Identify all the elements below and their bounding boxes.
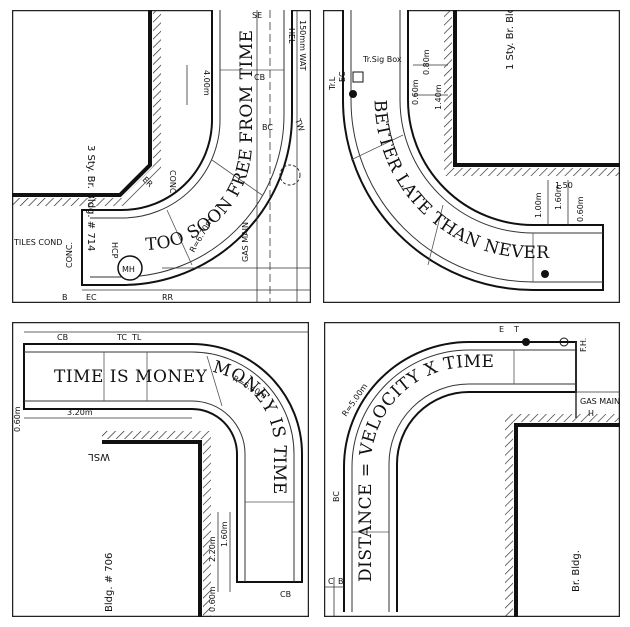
panel-bottom-right: DISTANCE = VELOCITY X TIME Br. Bldg. E T… xyxy=(323,321,621,618)
tr-label-7: 1.60m xyxy=(554,184,563,210)
tl-label-9: CB xyxy=(254,73,265,82)
br-bldg-label: Br. Bldg. xyxy=(571,550,582,592)
tl-label-6: HEL xyxy=(287,28,296,44)
tr-label-3: 0.60m xyxy=(411,79,420,105)
tl-label-10: BC xyxy=(262,123,273,132)
panel-top-right-drawing: BETTER LATE THAN NEVER 1 Sty. Br. Bld Tr… xyxy=(322,7,621,304)
panel-top-left-drawing: TOO SOON FREE FROM TIME 3 Sty. Br. Bldg.… xyxy=(11,9,312,304)
br-label-1: T xyxy=(513,325,519,334)
tr-label-2: Tr.Sig Box xyxy=(362,55,402,64)
panel-top-right: BETTER LATE THAN NEVER 1 Sty. Br. Bld Tr… xyxy=(322,7,621,304)
tr-label-1: EC xyxy=(338,71,347,82)
bl-bldg-label: Bldg. # 706 xyxy=(104,553,115,612)
panel-bottom-left-drawing: TIME IS MONEY MONEY IS TIME Bldg. # 706 … xyxy=(11,321,310,618)
bl-phrase-a: TIME IS MONEY xyxy=(54,367,208,387)
tr-label-5: 1.40m xyxy=(434,84,443,110)
tl-label-3: 4.00m xyxy=(202,70,211,96)
tl-label-13: B xyxy=(62,293,68,302)
bl-label-4: 3.20m xyxy=(67,408,93,417)
tr-label-8: 0.60m xyxy=(576,196,585,222)
tr-label-4: 0.80m xyxy=(422,49,431,75)
tl-label-14: MH xyxy=(122,265,135,274)
panel-top-left: TOO SOON FREE FROM TIME 3 Sty. Br. Bldg.… xyxy=(11,9,312,304)
br-label-0: E xyxy=(499,325,504,334)
br-label-2: F.H. xyxy=(579,338,588,352)
br-label-6: BC xyxy=(332,491,341,502)
tl-label-2: TILES COND xyxy=(13,238,62,247)
br-label-8: B xyxy=(338,577,344,586)
panel-bottom-right-drawing: DISTANCE = VELOCITY X TIME Br. Bldg. E T… xyxy=(323,321,621,618)
tr-label-9: 1.50 xyxy=(555,181,573,190)
bl-label-1: TC xyxy=(116,333,127,342)
bl-label-8: 1.60m xyxy=(220,521,229,547)
bl-label-0: CB xyxy=(57,333,68,342)
bl-label-10: CB xyxy=(280,590,291,599)
tl-label-1: CONC. xyxy=(65,242,74,268)
tl-label-0: CONC xyxy=(168,170,177,194)
tl-label-12: TW xyxy=(293,117,306,133)
br-label-3: GAS MAIN xyxy=(580,397,620,406)
tr-bldg-label: 1 Sty. Br. Bld xyxy=(505,10,516,70)
bl-label-9: 0.60m xyxy=(208,586,217,612)
bl-label-2: TL xyxy=(131,333,142,342)
tl-label-7: SE xyxy=(252,11,262,20)
bl-label-7: 2.20m xyxy=(208,536,217,562)
tl-label-11: EC xyxy=(86,293,97,302)
tr-label-6: 1.00m xyxy=(534,192,543,218)
br-label-4: H xyxy=(588,408,594,417)
bl-label-3: 0.60m xyxy=(13,406,22,432)
panel-bottom-left: TIME IS MONEY MONEY IS TIME Bldg. # 706 … xyxy=(11,321,310,618)
br-label-7: C xyxy=(328,577,334,586)
tl-label-8: GAS MAIN xyxy=(241,222,250,262)
tl-bldg-label: 3 Sty. Br. Bldg. # 714 xyxy=(85,145,96,251)
bl-label-6: WSL xyxy=(88,451,110,462)
tl-label-17: RR xyxy=(162,293,174,302)
tl-label-5: 150mm WAT xyxy=(298,20,307,71)
tr-label-0: Tr.L xyxy=(328,76,337,91)
tl-label-15: HCP xyxy=(110,242,119,259)
